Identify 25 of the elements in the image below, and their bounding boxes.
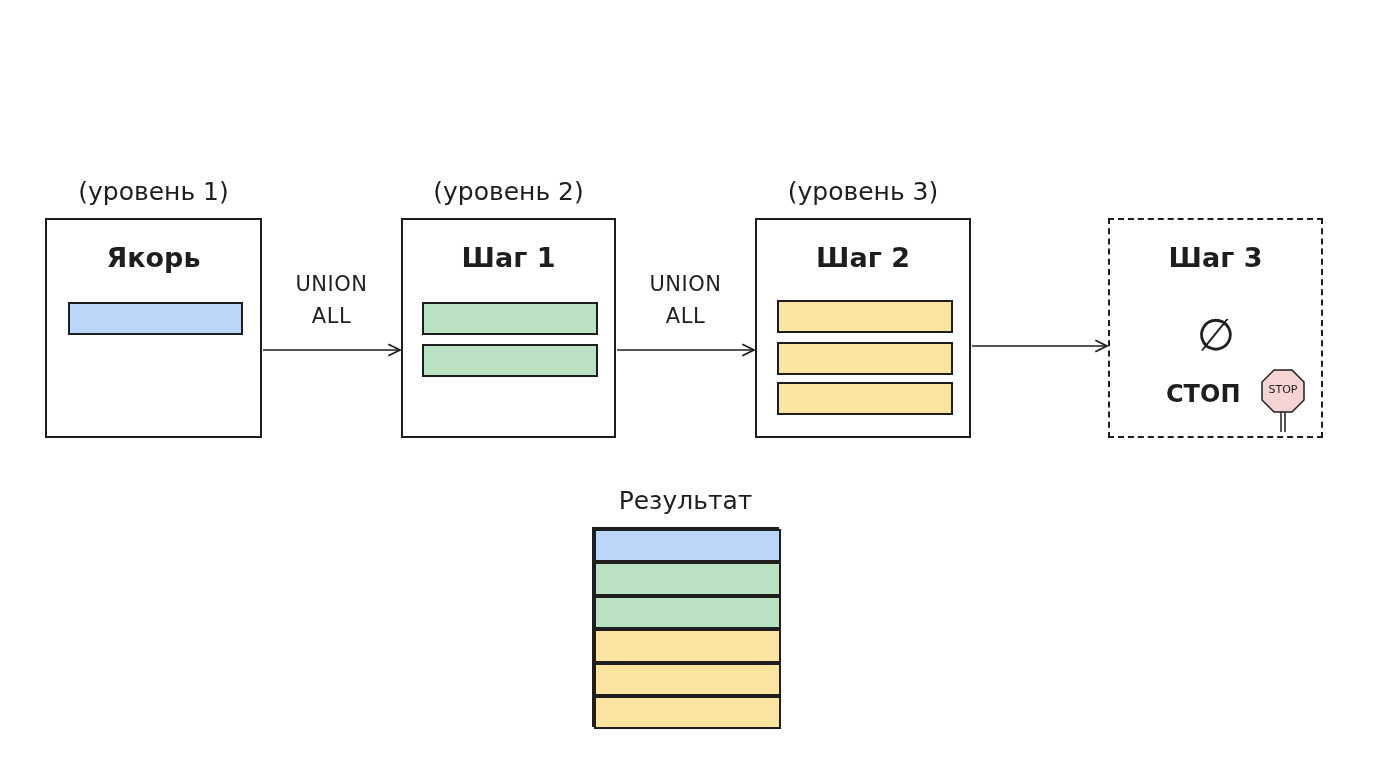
row-bar: [594, 562, 781, 596]
row-bar: [594, 663, 781, 696]
row-bar: [594, 629, 781, 663]
level-heading: (уровень 1): [77, 176, 230, 209]
stop-text: СТОП: [1166, 379, 1241, 410]
arrow: [262, 343, 401, 357]
level-heading: Результат: [617, 485, 754, 518]
step-title: Шаг 2: [815, 241, 911, 275]
row-bar: [594, 596, 781, 629]
row-bar: [68, 302, 243, 335]
empty-set-symbol: ∅: [1195, 310, 1237, 360]
row-bar: [777, 382, 953, 415]
step-title: Шаг 1: [460, 241, 557, 275]
row-bar: [594, 529, 781, 562]
row-bar: [594, 696, 781, 729]
row-bar: [422, 302, 598, 335]
row-bar: [422, 344, 598, 377]
arrow: [616, 343, 755, 357]
level-heading: (уровень 2): [432, 176, 585, 209]
level-heading: (уровень 3): [786, 176, 940, 209]
arrow: [971, 339, 1108, 353]
row-bar: [777, 342, 953, 375]
step-title: Якорь: [105, 241, 202, 275]
step-title: Шаг 3: [1167, 241, 1264, 275]
row-bar: [777, 300, 953, 333]
